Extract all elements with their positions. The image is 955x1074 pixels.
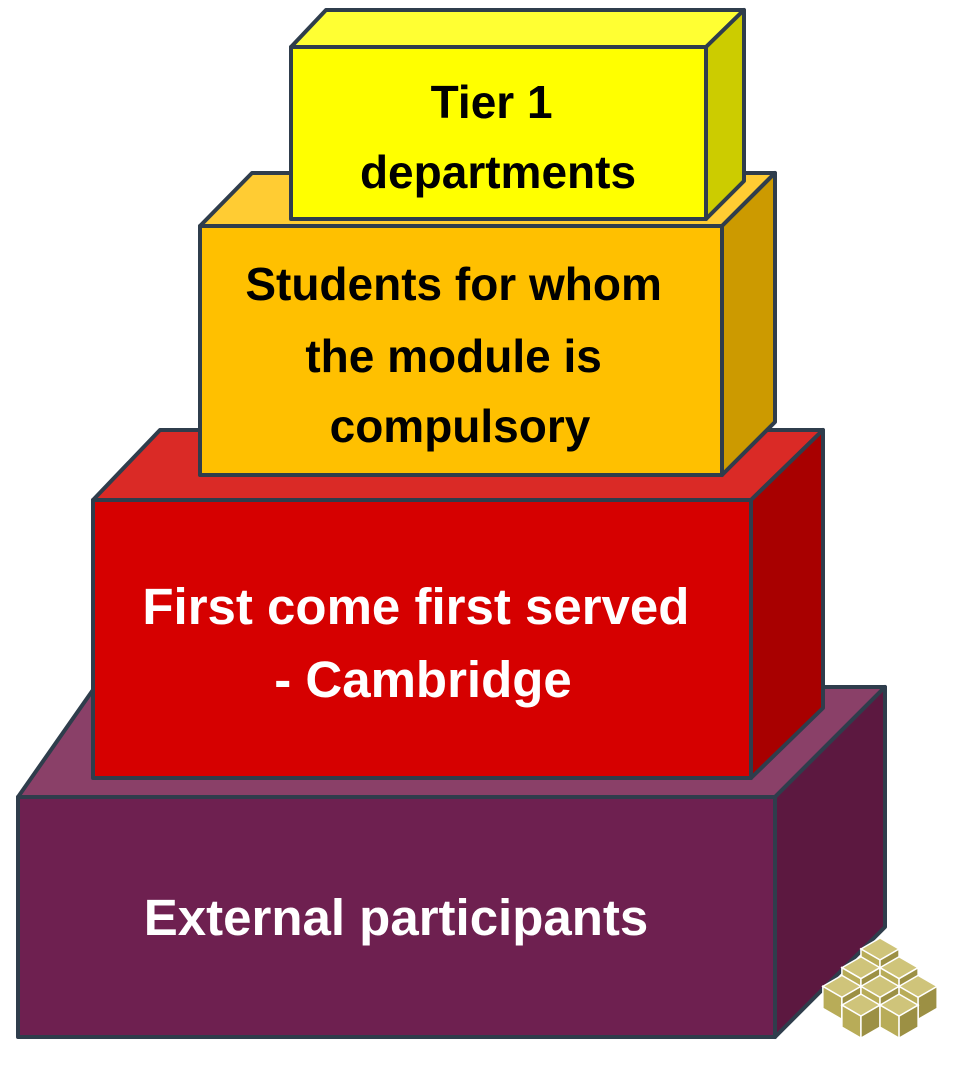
- stacked-cubes-logo-icon: [821, 937, 939, 1040]
- tier-1-top-face: [289, 8, 746, 49]
- tier-2-label-line: the module is: [305, 330, 601, 382]
- tier-2-label: Students for whom the module is compulso…: [245, 258, 674, 452]
- tier-first-come-first-served: First come first served - Cambridge: [91, 428, 825, 780]
- tier-1-label: Tier 1 departments: [360, 76, 636, 198]
- tier-2-label-line: Students for whom: [245, 258, 662, 310]
- tier-3-label-line: First come first served: [142, 578, 689, 635]
- tier-1-front-face: [289, 45, 708, 221]
- tier-2-front-face: [198, 224, 724, 477]
- tier-1-departments: Tier 1 departments: [289, 8, 746, 221]
- tier-1-label-line: departments: [360, 146, 636, 198]
- tier-1-label-line: Tier 1: [431, 76, 553, 128]
- tier-2-side-face: [720, 171, 777, 477]
- tier-4-label-line: External participants: [144, 889, 649, 946]
- tier-3-label: First come first served - Cambridge: [142, 578, 703, 708]
- tier-3-front-face: [91, 498, 753, 780]
- logo-cube-face: [898, 1003, 919, 1040]
- tier-3-label-line: - Cambridge: [274, 651, 572, 708]
- tier-1-side-face: [704, 8, 746, 221]
- tier-2-label-line: compulsory: [330, 400, 591, 452]
- tier-4-label: External participants: [144, 889, 649, 946]
- tier-4-front-face: [16, 795, 777, 1039]
